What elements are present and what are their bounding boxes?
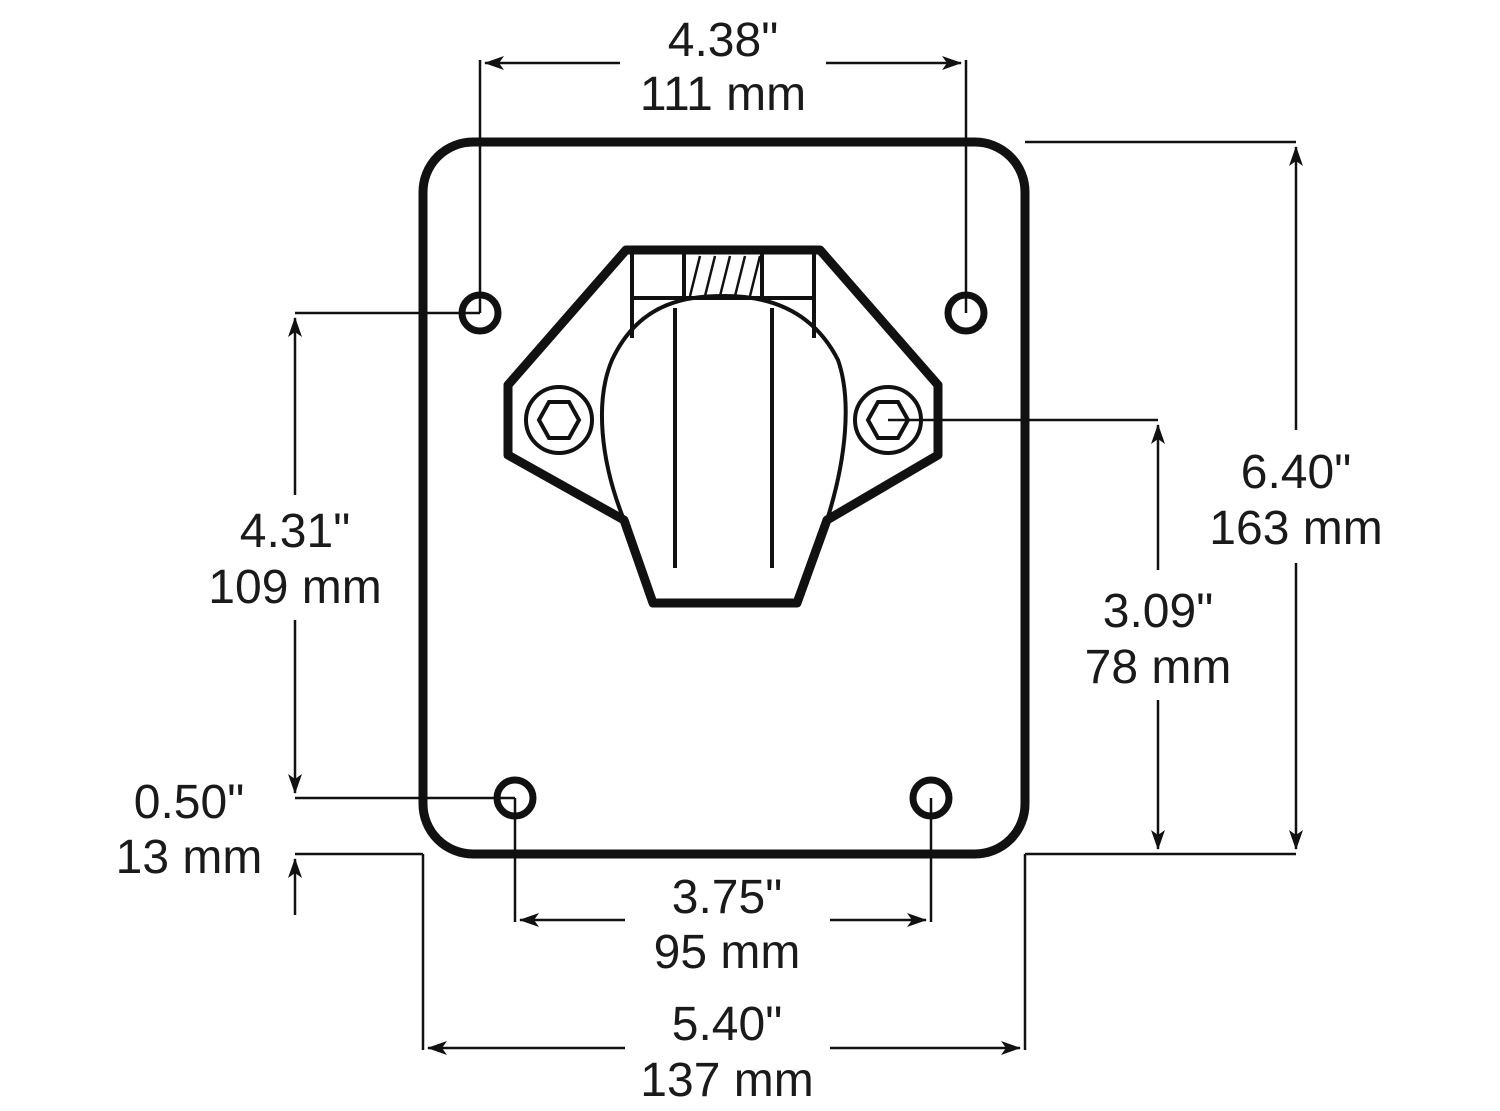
dim-label-mm: 78 mm: [1085, 641, 1232, 694]
dim-label-inches: 5.40": [672, 998, 782, 1051]
dim-overall-width: 5.40" 137 mm: [421, 854, 1027, 1107]
dim-label-inches: 6.40": [1241, 446, 1351, 499]
dim-top-hole-spacing: 4.38" 111 mm: [478, 14, 968, 313]
dim-label-mm: 111 mm: [640, 68, 806, 121]
dim-label-inches: 3.09": [1103, 585, 1213, 638]
dim-hole-vertical-spacing: 4.31" 109 mm: [208, 311, 515, 800]
dim-overall-height: 6.40" 163 mm: [1025, 140, 1383, 856]
dim-label-mm: 137 mm: [640, 1054, 813, 1107]
dim-label-inches: 3.75": [672, 871, 782, 924]
dim-label-inches: 0.50": [134, 776, 244, 829]
dim-label-inches: 4.38": [668, 14, 778, 67]
hex-bolt-left: [524, 385, 594, 455]
dim-label-mm: 95 mm: [654, 926, 801, 979]
dim-label-mm: 13 mm: [116, 831, 263, 884]
dim-bottom-hole-spacing: 3.75" 95 mm: [513, 798, 933, 979]
dim-label-mm: 109 mm: [208, 561, 381, 614]
dim-hole-edge-offset: 0.50" 13 mm: [116, 776, 423, 915]
dim-label-mm: 163 mm: [1209, 502, 1382, 555]
mounting-plate: [418, 137, 1030, 859]
dim-bolt-to-bottom: 3.09" 78 mm: [888, 418, 1232, 850]
connector-socket: [503, 245, 943, 608]
dim-label-inches: 4.31": [240, 505, 350, 558]
